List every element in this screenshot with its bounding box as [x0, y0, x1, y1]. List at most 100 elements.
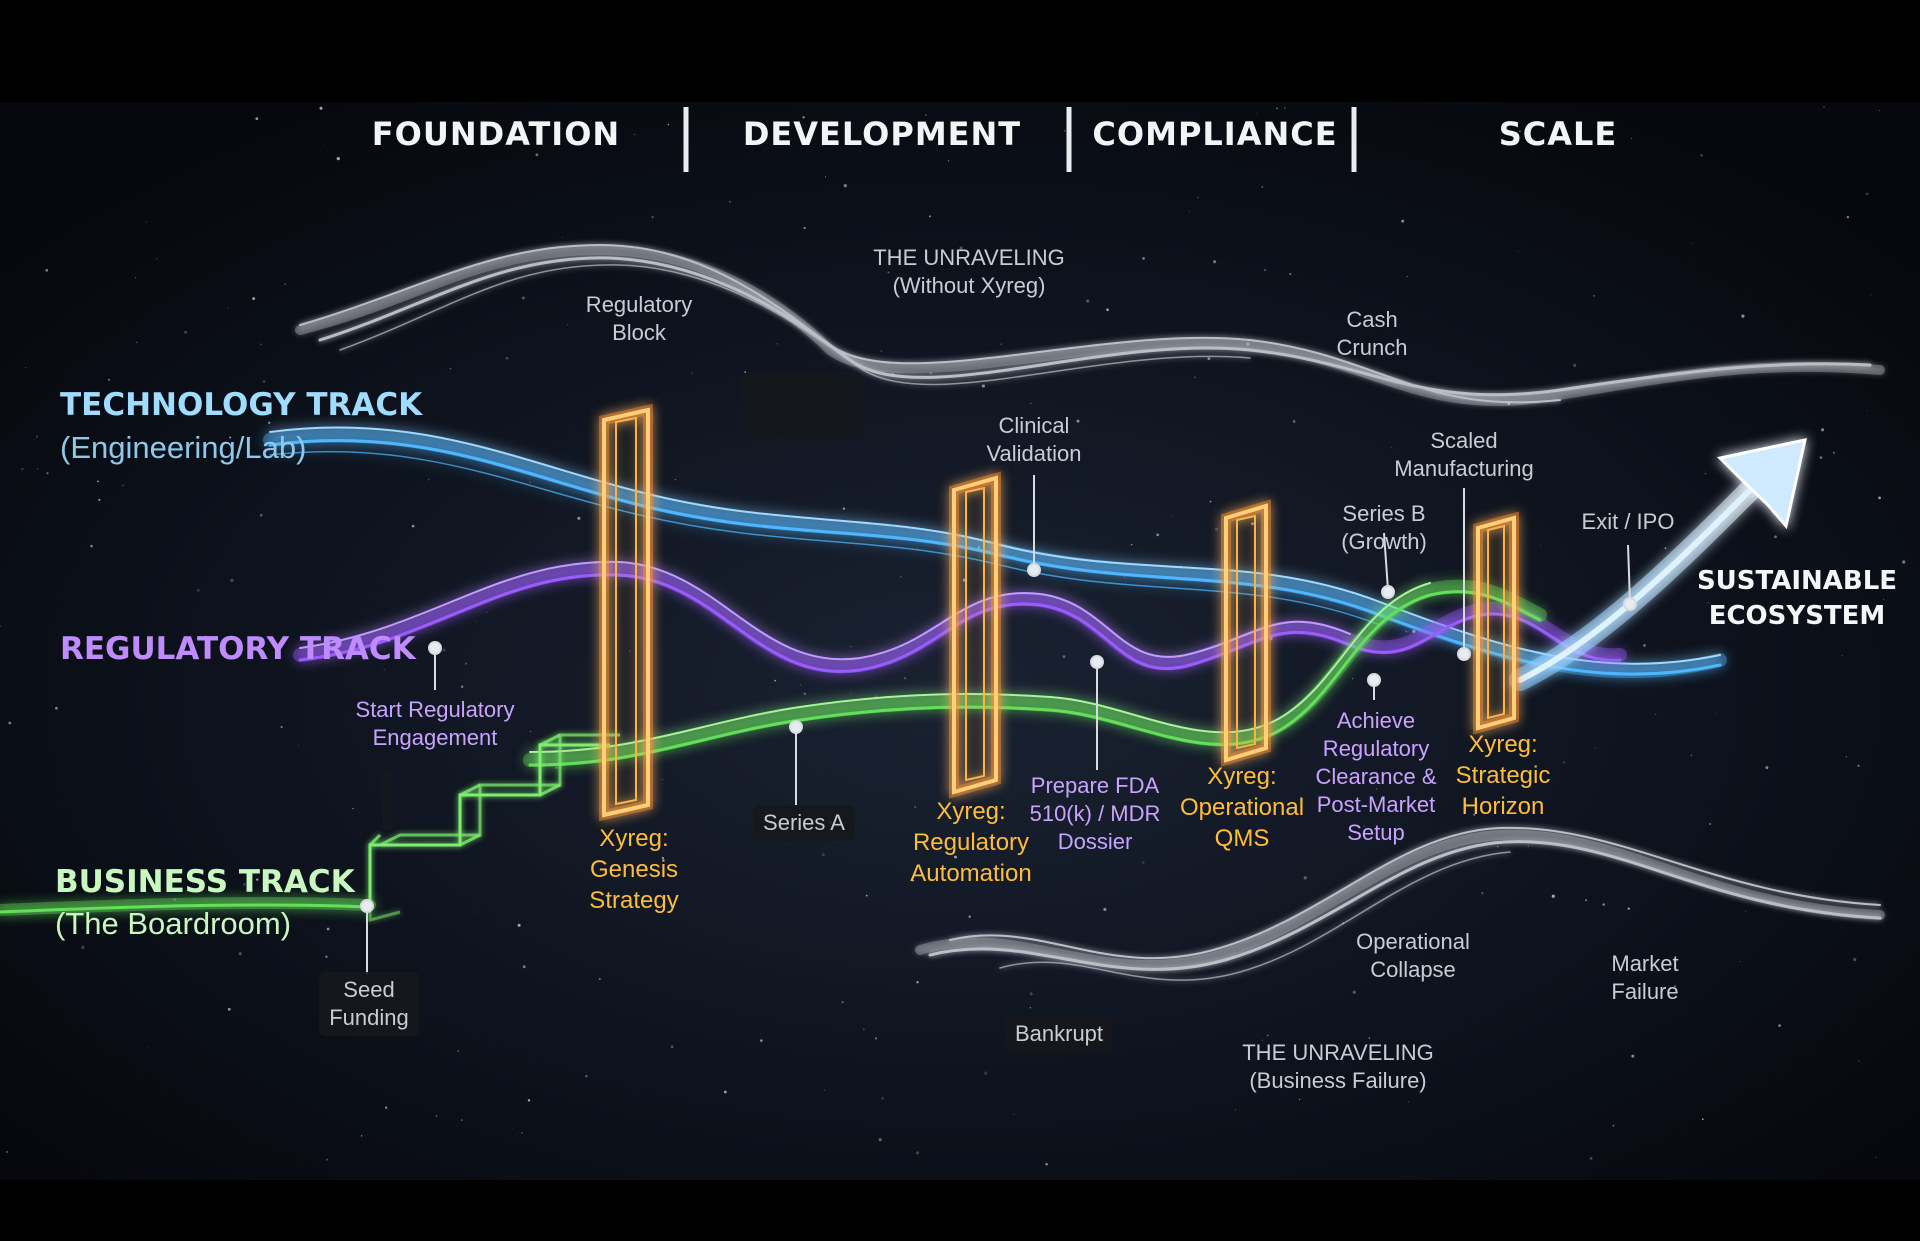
- star: [267, 421, 271, 425]
- star: [1142, 861, 1145, 864]
- achieve-clearance-label: Achieve Regulatory Clearance & Post-Mark…: [1315, 708, 1437, 845]
- star: [255, 117, 259, 120]
- star: [564, 1173, 566, 1174]
- business-staircase: [368, 733, 620, 922]
- star: [774, 679, 777, 682]
- star: [326, 1158, 329, 1161]
- star: [947, 159, 950, 162]
- star: [1267, 1034, 1269, 1037]
- star: [1284, 107, 1286, 109]
- star: [323, 144, 325, 146]
- star: [661, 856, 665, 860]
- star: [925, 114, 927, 116]
- star: [912, 880, 915, 882]
- star: [1234, 1109, 1236, 1111]
- star: [1739, 961, 1741, 963]
- star: [1170, 515, 1173, 517]
- star: [1086, 299, 1090, 303]
- star: [1197, 196, 1200, 199]
- prepare-fda-dot: [1090, 655, 1104, 669]
- blank-tick: [382, 770, 392, 830]
- star: [1745, 910, 1747, 912]
- star: [226, 307, 229, 310]
- star: [1251, 522, 1254, 526]
- star: [670, 1045, 674, 1049]
- star: [1000, 343, 1002, 345]
- star: [1124, 811, 1128, 814]
- star: [521, 296, 525, 300]
- outcome-arrow: [1509, 438, 1807, 691]
- star: [256, 878, 259, 881]
- star: [803, 692, 807, 696]
- scaled-manufacturing-dot: [1457, 647, 1471, 661]
- star: [97, 480, 99, 483]
- star: [1821, 428, 1825, 432]
- star: [1875, 1156, 1877, 1159]
- star: [1707, 601, 1709, 604]
- exit-ipo-label: Exit / IPO: [1581, 509, 1675, 534]
- star: [196, 588, 200, 592]
- star: [527, 1099, 531, 1102]
- star: [326, 927, 330, 931]
- star: [517, 923, 521, 927]
- star: [252, 297, 256, 301]
- star: [1106, 308, 1109, 312]
- star: [917, 548, 919, 550]
- star: [1391, 446, 1393, 448]
- star: [1883, 598, 1885, 600]
- star: [1551, 894, 1555, 898]
- star: [35, 435, 39, 438]
- star: [903, 676, 907, 680]
- star: [915, 1151, 920, 1155]
- star: [156, 258, 158, 260]
- star: [776, 342, 779, 345]
- xyreg-gate-strategic: [1473, 511, 1519, 735]
- star: [881, 1096, 884, 1100]
- star: [522, 965, 526, 969]
- star: [1405, 630, 1408, 633]
- star: [1188, 257, 1190, 258]
- star: [434, 709, 437, 712]
- star: [1063, 129, 1066, 132]
- star: [336, 156, 340, 161]
- achieve-clearance-dot: [1367, 673, 1381, 687]
- star: [1778, 1024, 1781, 1027]
- star: [204, 635, 207, 638]
- star: [1879, 109, 1881, 112]
- star: [1594, 747, 1596, 749]
- star: [842, 507, 846, 510]
- star: [1045, 1162, 1048, 1166]
- start-regulatory-label: Start Regulatory Engagement: [355, 697, 515, 750]
- sustainable-ecosystem-label: SUSTAINABLE ECOSYSTEM: [1696, 566, 1898, 631]
- xyreg-operational-label: Xyreg: Operational QMS: [1179, 763, 1305, 852]
- star: [803, 226, 806, 230]
- star: [887, 271, 890, 274]
- callout-pointers: [360, 475, 1637, 975]
- star: [319, 106, 323, 110]
- star: [824, 176, 827, 178]
- star: [1029, 992, 1033, 996]
- star: [916, 981, 919, 984]
- star: [1878, 496, 1881, 500]
- technology-track-subtitle: (Engineering/Lab): [60, 430, 307, 465]
- star: [723, 1090, 727, 1094]
- star: [1690, 242, 1692, 244]
- star: [1368, 1037, 1371, 1039]
- star: [325, 955, 328, 958]
- star: [1540, 545, 1542, 547]
- prepare-fda-label: Prepare FDA 510(k) / MDR Dossier: [1029, 773, 1161, 854]
- star: [1406, 275, 1408, 277]
- star: [1857, 764, 1860, 767]
- star: [1602, 903, 1605, 906]
- star: [90, 544, 93, 548]
- star: [37, 468, 39, 470]
- star: [1194, 376, 1196, 379]
- star: [1401, 219, 1405, 223]
- star: [1858, 1060, 1860, 1062]
- star: [529, 481, 531, 484]
- operational-collapse-label: Operational Collapse: [1356, 929, 1470, 982]
- star: [1700, 154, 1703, 157]
- blank-box: [742, 372, 862, 437]
- star: [1627, 907, 1630, 910]
